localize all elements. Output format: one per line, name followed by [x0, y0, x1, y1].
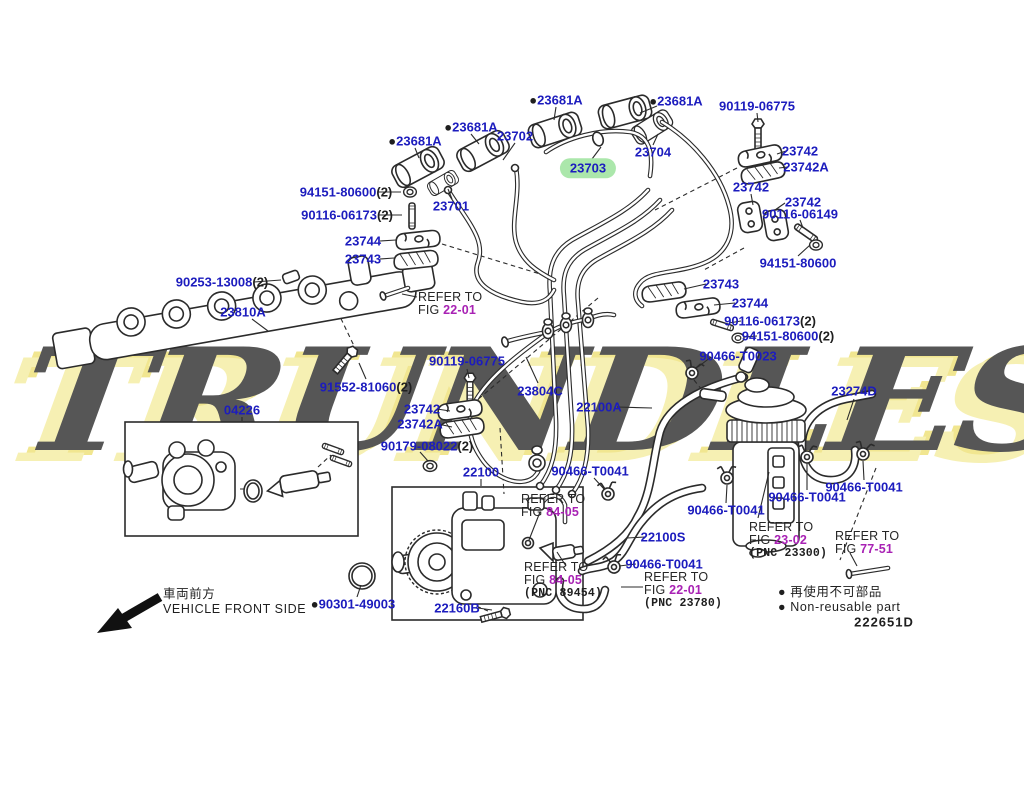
- label-23681a-4: ●23681A: [649, 93, 703, 109]
- label-23742-mid: 23742: [403, 401, 441, 417]
- label-90116-06173-a: 90116-06173(2): [301, 207, 393, 223]
- label-94151-80600-b: 94151-80600(2): [299, 184, 393, 200]
- fuel-rail-drawing: [51, 255, 436, 370]
- label-90119-06775-mid: 90119-06775: [429, 353, 505, 369]
- label-90116-06173-b: 90116-06173(2): [724, 313, 816, 329]
- fuel-hose-22100a-drawing: [583, 346, 760, 566]
- label-23744-b: 23744: [731, 295, 769, 311]
- label-90466-t0023: 90466-T0023: [699, 348, 777, 364]
- label-22100: 22100: [462, 464, 500, 480]
- drawing-number: 222651D: [854, 614, 914, 630]
- label-94151-80600-c: 94151-80600(2): [741, 328, 835, 344]
- label-91552-81060: 91552-81060(2): [319, 379, 413, 395]
- label-23742-a: 23742: [781, 143, 819, 159]
- fuel-filter-drawing: [699, 371, 807, 558]
- label-23742-b: 23742: [732, 179, 770, 195]
- label-23702: 23702: [496, 128, 534, 144]
- label-90301-49003: ●90301-49003: [310, 596, 396, 612]
- label-23701: 23701: [432, 198, 470, 214]
- supply-pump-drawing: [122, 439, 353, 521]
- fuel-hose-23274d-drawing: [797, 389, 877, 485]
- label-23804c: 23804C: [517, 383, 563, 399]
- label-94151-80600-a: 94151-80600: [759, 255, 837, 271]
- label-23681a-1: ●23681A: [388, 133, 442, 149]
- label-23742-c: 23742: [784, 194, 822, 210]
- injection-pipes-drawing: [443, 119, 734, 499]
- label-23810a: 23810A: [220, 304, 266, 320]
- label-90466-t0041-2: 90466-T0041: [687, 502, 765, 518]
- label-22100s: 22100S: [640, 529, 686, 545]
- label-23743-b: 23743: [702, 276, 740, 292]
- vehicle-front-arrow: [97, 593, 163, 633]
- label-23744-a: 23744: [344, 233, 382, 249]
- refer-77-51-pipe-stub: [845, 565, 891, 580]
- label-04226: 04226: [223, 402, 261, 418]
- label-23274d: 23274D: [831, 383, 877, 399]
- label-90466-t0041-5: 90466-T0041: [825, 479, 903, 495]
- label-23742a-a: 23742A: [783, 159, 829, 175]
- label-90253-13008: 90253-13008(2): [175, 274, 269, 290]
- label-23681a-2: ●23681A: [444, 119, 498, 135]
- label-22100a: 22100A: [576, 399, 622, 415]
- label-90179-08022: 90179-08022(2): [380, 438, 474, 454]
- leader-lines: [241, 105, 865, 611]
- label-90466-t0041-1: 90466-T0041: [551, 463, 629, 479]
- label-22160b: 22160B: [434, 600, 480, 616]
- label-90466-t0041-4: 90466-T0041: [768, 489, 846, 505]
- legend-non-reusable: ● 再使用不可部品● Non-reusable part: [778, 585, 901, 614]
- fasteners-and-clamps: [329, 118, 876, 590]
- label-23742a-mid: 23742A: [397, 416, 443, 432]
- label-90466-t0041-3: 90466-T0041: [625, 556, 703, 572]
- label-23703: 23703: [559, 158, 617, 178]
- fuel-hose-22100s-drawing: [554, 483, 707, 614]
- injection-pump-drawing: [391, 491, 585, 626]
- label-23681a-3: ●23681A: [529, 92, 583, 108]
- label-23743-a: 23743: [344, 251, 382, 267]
- label-23704: 23704: [634, 144, 672, 160]
- label-90116-06149: 90116-06149: [762, 206, 838, 222]
- label-90119-06775-top: 90119-06775: [719, 98, 795, 114]
